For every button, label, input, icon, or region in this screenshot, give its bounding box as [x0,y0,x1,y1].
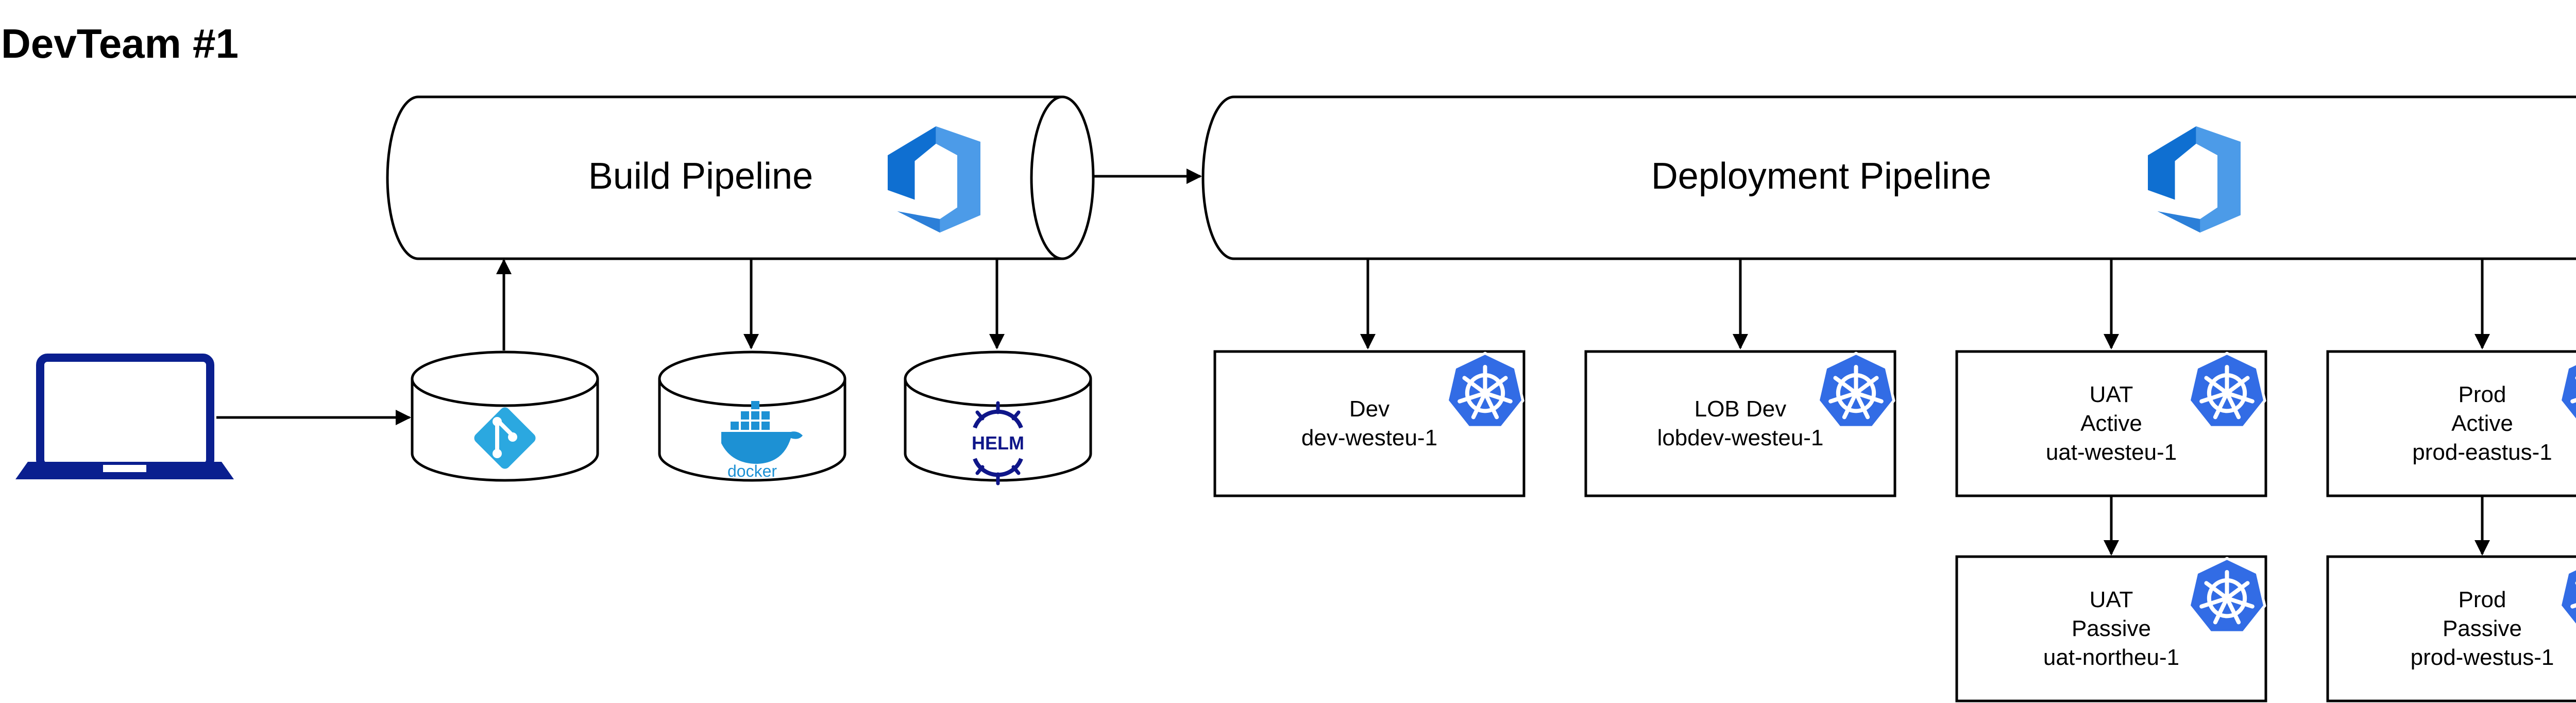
page-title: DevTeam #1 [1,21,239,66]
cluster-name: UAT [2090,382,2133,407]
kubernetes-icon [2189,353,2265,427]
cluster-name: Prod [2459,382,2506,407]
git-repo [411,350,599,482]
cluster-box-uat-active: UAT Active uat-westeu-1 [1955,350,2267,497]
cluster-id: prod-westus-1 [2411,645,2554,670]
cluster-box-dev: Dev dev-westeu-1 [1213,350,1526,497]
cluster-id: uat-westeu-1 [2046,440,2177,465]
kubernetes-icon [1818,353,1894,427]
cluster-name: Dev [1349,396,1389,422]
helm-label: HELM [972,432,1024,454]
build-pipeline: Build Pipeline [386,95,1095,260]
docker-icon: docker [721,401,803,480]
cluster-status: Active [2451,411,2513,436]
cluster-box-prod-passive: Prod Passive prod-westus-1 [2326,555,2576,702]
cluster-id: dev-westeu-1 [1301,425,1437,450]
helm-repo: HELM [904,350,1092,486]
kubernetes-icon [1447,353,1523,427]
deployment-pipeline: Deployment Pipeline [1201,95,2576,260]
cluster-id: lobdev-westeu-1 [1657,425,1824,450]
cluster-status: Active [2080,411,2142,436]
docker-registry: docker [658,350,846,482]
cluster-status: Passive [2072,616,2151,641]
deployment-pipeline-label: Deployment Pipeline [1651,156,1991,197]
cluster-id: prod-eastus-1 [2412,440,2552,465]
helm-icon: HELM [972,401,1024,486]
cluster-id: uat-northeu-1 [2043,645,2179,670]
cluster-name: UAT [2090,587,2133,612]
laptop-icon [15,354,234,479]
cluster-box-lobdev: LOB Dev lobdev-westeu-1 [1584,350,1896,497]
build-pipeline-label: Build Pipeline [588,156,813,197]
docker-label: docker [727,462,777,480]
cluster-status: Passive [2443,616,2522,641]
cluster-name: Prod [2459,587,2506,612]
cluster-box-uat-passive: UAT Passive uat-northeu-1 [1955,555,2267,702]
git-icon [474,407,536,469]
kubernetes-icon [2189,558,2265,632]
cluster-name: LOB Dev [1694,396,1787,422]
cluster-box-prod-active: Prod Active prod-eastus-1 [2326,350,2576,497]
